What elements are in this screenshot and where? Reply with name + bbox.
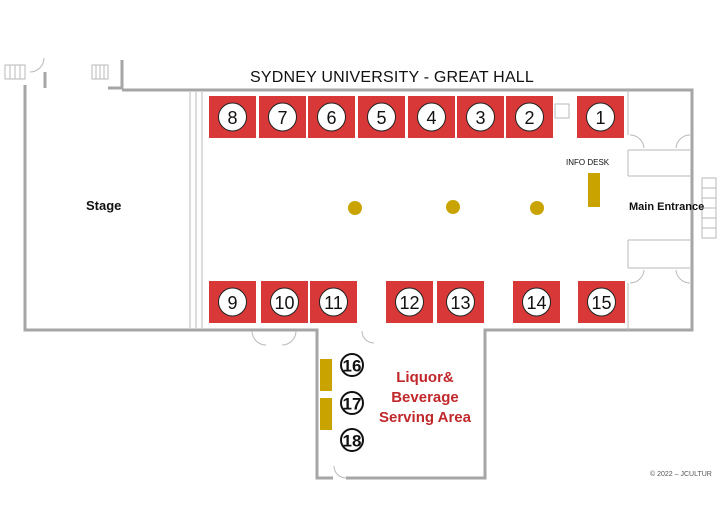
booth-number: 15	[591, 293, 611, 313]
booth-number: 11	[324, 293, 343, 313]
booth-number: 3	[475, 108, 485, 128]
info-desk-label: INFO DESK	[566, 158, 610, 167]
beverage-tables	[320, 359, 332, 430]
booth-number: 1	[595, 108, 605, 128]
booth-number: 8	[227, 108, 237, 128]
booth-row-bottom: 9 10 11 12 13 14 15	[209, 281, 625, 323]
beverage-station-16[interactable]: 16	[340, 353, 364, 377]
booth-number: 14	[526, 293, 546, 313]
beverage-stations: 16 17 18	[340, 353, 364, 452]
booth-number: 13	[450, 293, 470, 313]
booth-number: 4	[426, 108, 436, 128]
main-entrance-label: Main Entrance	[629, 201, 705, 213]
booth-number: 2	[524, 108, 534, 128]
booth-5[interactable]: 5	[358, 96, 405, 138]
booth-9[interactable]: 9	[209, 281, 256, 323]
booth-number: 7	[277, 108, 287, 128]
beverage-station-18[interactable]: 18	[340, 428, 364, 452]
booth-number: 6	[326, 108, 336, 128]
station-number: 18	[343, 432, 362, 451]
booth-row-top: 8 7 6 5 4 3 2 1	[209, 96, 624, 138]
booth-number: 5	[376, 108, 386, 128]
booth-number: 10	[274, 293, 294, 313]
booth-number: 12	[399, 293, 419, 313]
beverage-station-17[interactable]: 17	[340, 391, 364, 415]
booth-2[interactable]: 2	[506, 96, 553, 138]
booth-number: 9	[227, 293, 237, 313]
walls	[4, 57, 717, 480]
copyright-credit: © 2022 – JCULTUR	[650, 471, 712, 478]
booth-8[interactable]: 8	[209, 96, 256, 138]
booth-14[interactable]: 14	[513, 281, 560, 323]
station-number: 16	[343, 357, 362, 376]
hall-title: SYDNEY UNIVERSITY - GREAT HALL	[250, 69, 535, 86]
booth-3[interactable]: 3	[457, 96, 504, 138]
booth-1[interactable]: 1	[577, 96, 624, 138]
booth-6[interactable]: 6	[308, 96, 355, 138]
booth-15[interactable]: 15	[578, 281, 625, 323]
booth-11[interactable]: 11	[310, 281, 357, 323]
station-number: 17	[343, 395, 362, 414]
booth-13[interactable]: 13	[437, 281, 484, 323]
booth-10[interactable]: 10	[261, 281, 308, 323]
booth-7[interactable]: 7	[259, 96, 306, 138]
info-desk-table	[588, 173, 600, 207]
booth-12[interactable]: 12	[386, 281, 433, 323]
hall-lights	[348, 200, 544, 215]
stage-label: Stage	[86, 198, 122, 213]
beverage-area-label: Liquor& Beverage Serving Area	[379, 369, 471, 426]
booth-4[interactable]: 4	[408, 96, 455, 138]
